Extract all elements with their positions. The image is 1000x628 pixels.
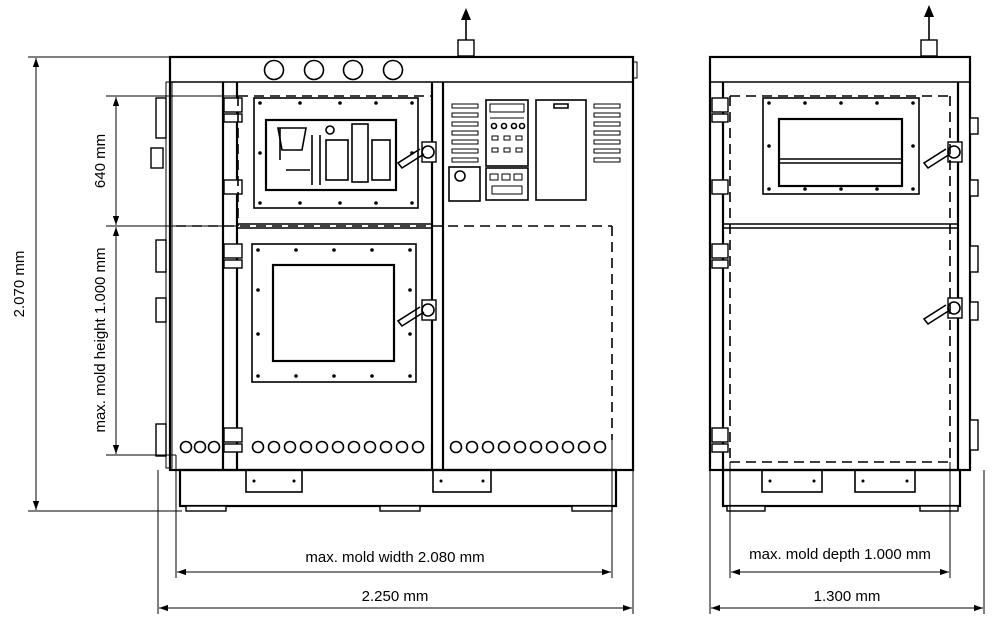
control-panel (448, 99, 621, 202)
front-view (150, 8, 638, 512)
left-side-hinges (150, 97, 167, 457)
door-hinges (223, 97, 243, 453)
side-hinges (711, 97, 729, 453)
bottom-vent-holes (179, 440, 607, 454)
upper-chamber-height-label: 640 mm (92, 134, 109, 188)
dimension-lines (28, 56, 985, 614)
vent-slots-left (451, 103, 479, 163)
max-mold-height-label: max. mold height 1.000 mm (92, 247, 109, 432)
lower-viewing-window (251, 243, 417, 383)
max-mold-width-label: max. mold width 2.080 mm (305, 549, 484, 566)
panel-door (535, 99, 587, 201)
dimension-labels: 2.070 mm 640 mm max. mold height 1.000 m… (11, 134, 931, 605)
side-latches (969, 117, 979, 451)
side-exhaust-pipe (920, 5, 938, 57)
lower-door-handle (396, 299, 437, 328)
front-base (178, 468, 618, 512)
top-ports (263, 59, 404, 81)
upper-viewing-window (253, 97, 419, 209)
front-exhaust-pipe (457, 8, 475, 57)
panel-module (448, 166, 481, 202)
display-module (485, 99, 529, 167)
front-mold-envelope (176, 95, 613, 440)
side-mold-envelope (729, 95, 951, 463)
side-view (708, 5, 979, 512)
overall-height-label: 2.070 mm (11, 251, 28, 318)
side-viewing-window (762, 97, 920, 195)
switch-module (485, 167, 529, 201)
side-base (721, 468, 962, 512)
upper-door-handle (396, 141, 437, 170)
side-upper-handle (922, 141, 963, 170)
max-mold-depth-label: max. mold depth 1.000 mm (749, 546, 931, 563)
overall-depth-label: 1.300 mm (814, 588, 881, 605)
side-lower-handle (922, 297, 963, 326)
overall-width-label: 2.250 mm (362, 588, 429, 605)
vent-slots-right (593, 103, 621, 163)
